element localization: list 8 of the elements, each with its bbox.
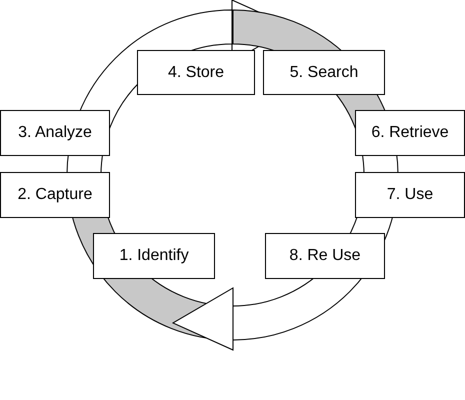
step-box: 1. Identify (93, 233, 215, 279)
step-box: 6. Retrieve (355, 110, 465, 156)
step-box: 5. Search (263, 50, 385, 95)
step-box: 3. Analyze (0, 110, 110, 156)
step-box: 4. Store (137, 50, 255, 95)
step-box: 8. Re Use (265, 233, 385, 279)
step-box: 7. Use (355, 172, 465, 218)
step-box: 2. Capture (0, 172, 110, 218)
